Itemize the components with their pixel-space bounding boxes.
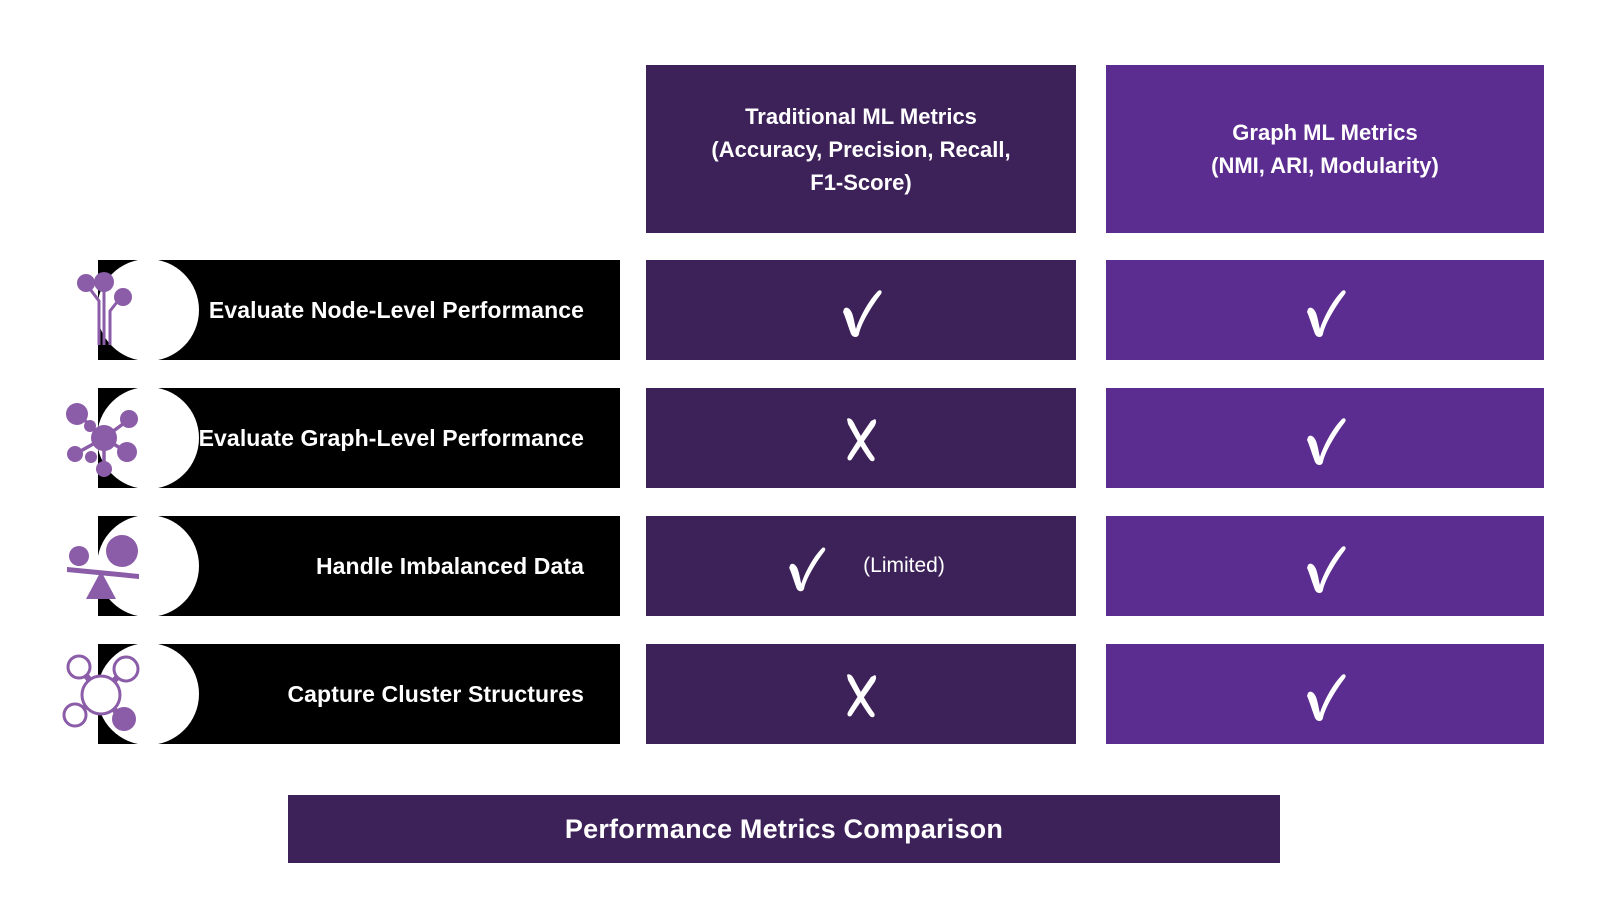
table-row: Capture Cluster Structures	[0, 643, 1600, 746]
column-header-graph-line2: (NMI, ARI, Modularity)	[1211, 153, 1439, 178]
column-header-graph: Graph ML Metrics (NMI, ARI, Modularity)	[1106, 65, 1544, 233]
check-icon	[830, 279, 892, 341]
column-header-traditional-line3: F1-Score)	[810, 169, 912, 195]
cell-note: (Limited)	[863, 554, 945, 577]
cell-traditional	[646, 388, 1076, 488]
node-stems-icon	[56, 262, 152, 358]
row-label-bar: Evaluate Node-Level Performance	[97, 259, 620, 361]
row-label: Evaluate Graph-Level Performance	[198, 424, 584, 451]
check-icon	[1294, 279, 1356, 341]
cluster-molecule-icon	[56, 646, 152, 742]
cell-traditional	[646, 644, 1076, 744]
row-label: Capture Cluster Structures	[287, 680, 584, 707]
table-row: Evaluate Node-Level Performance	[0, 259, 1600, 362]
cell-graph	[1106, 260, 1544, 360]
column-header-traditional: Traditional ML Metrics (Accuracy, Precis…	[646, 65, 1076, 233]
cell-traditional: (Limited)	[646, 516, 1076, 616]
row-label: Evaluate Node-Level Performance	[208, 296, 584, 323]
row-label-bar: Handle Imbalanced Data	[97, 515, 620, 617]
column-header-graph-line1: Graph ML Metrics	[1232, 120, 1418, 145]
label-bar-notch	[97, 515, 199, 617]
table-row: Handle Imbalanced Data (Limited)	[0, 515, 1600, 618]
row-label: Handle Imbalanced Data	[315, 552, 584, 579]
column-header-traditional-line1: Traditional ML Metrics	[745, 103, 977, 129]
network-hub-icon	[56, 390, 152, 486]
cell-graph	[1106, 388, 1544, 488]
check-icon	[1294, 663, 1356, 725]
label-bar-notch	[97, 259, 199, 361]
column-header-traditional-line2: (Accuracy, Precision, Recall,	[711, 136, 1011, 162]
cell-graph	[1106, 516, 1544, 616]
check-icon	[1294, 407, 1356, 469]
cell-graph	[1106, 644, 1544, 744]
check-icon	[777, 537, 835, 595]
table-row: Evaluate Graph-Level Performance	[0, 387, 1600, 490]
footer-title: Performance Metrics Comparison	[564, 813, 1004, 844]
footer-banner: Performance Metrics Comparison	[288, 795, 1280, 863]
row-label-bar: Evaluate Graph-Level Performance	[97, 387, 620, 489]
row-label-bar: Capture Cluster Structures	[97, 643, 620, 745]
check-icon	[1294, 535, 1356, 597]
seesaw-balance-icon	[56, 518, 152, 614]
cross-icon	[832, 409, 890, 467]
cross-icon	[832, 665, 890, 723]
cell-traditional	[646, 260, 1076, 360]
